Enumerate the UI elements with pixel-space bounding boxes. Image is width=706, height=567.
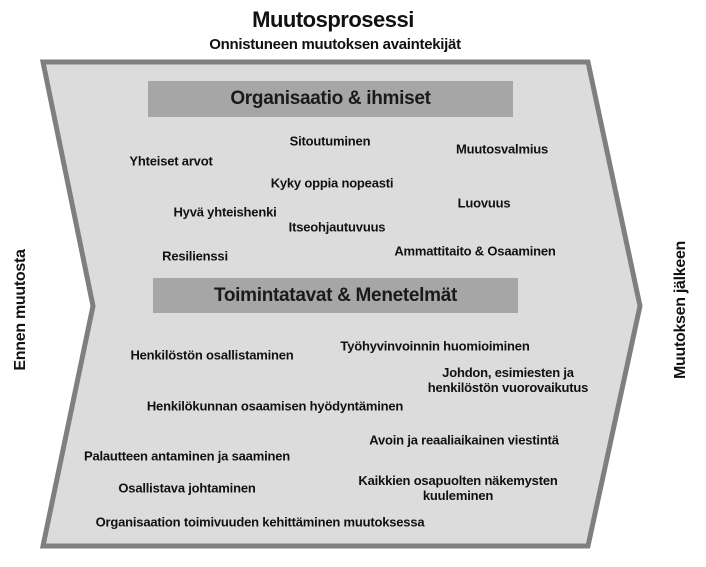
keyword-label: Kaikkien osapuolten näkemysten kuulemine… (358, 473, 558, 503)
keyword-label: Organisaation toimivuuden kehittäminen m… (95, 514, 425, 530)
keyword-label: Henkilökunnan osaamisen hyödyntäminen (146, 398, 404, 414)
section-header-toimintatavat-menetelmat: Toimintatavat & Menetelmät (153, 278, 518, 313)
keyword-label: Kyky oppia nopeasti (270, 175, 394, 191)
keyword-label: Työhyvinvoinnin huomioiminen (340, 338, 530, 354)
keyword-label: Yhteiset arvot (129, 153, 213, 169)
keyword-label: Johdon, esimiesten ja henkilöstön vuorov… (427, 365, 589, 395)
diagram-title: Muutosprosessi (252, 7, 414, 32)
keyword-label: Resilienssi (162, 248, 228, 264)
keyword-label: Ammattitaito & Osaaminen (394, 243, 556, 259)
keyword-label: Avoin ja reaaliaikainen viestintä (369, 432, 559, 448)
keyword-label: Osallistava johtaminen (118, 480, 256, 496)
keyword-label: Muutosvalmius (455, 141, 549, 157)
keyword-label: Itseohjautuvuus (288, 219, 386, 235)
keyword-label: Henkilöstön osallistaminen (130, 347, 294, 363)
keyword-label: Sitoutuminen (289, 133, 371, 149)
section-header-organisaatio-ihmiset: Organisaatio & ihmiset (148, 81, 513, 117)
keyword-label: Hyvä yhteishenki (173, 204, 277, 220)
diagram-subtitle: Onnistuneen muutoksen avaintekijät (209, 36, 461, 53)
keyword-label: Luovuus (457, 195, 511, 211)
keyword-label: Palautteen antaminen ja saaminen (83, 448, 291, 464)
